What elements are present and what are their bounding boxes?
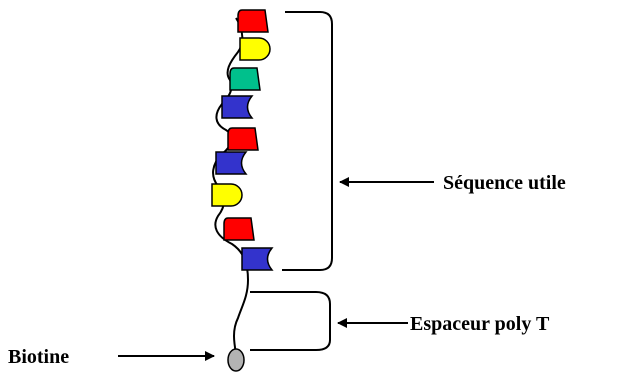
spacer-bracket bbox=[250, 292, 330, 350]
nucleotide-base bbox=[222, 96, 252, 118]
nucleotide-base bbox=[216, 152, 246, 174]
useful-sequence-bracket bbox=[282, 12, 332, 270]
nucleotide-bases bbox=[212, 10, 272, 270]
nucleotide-base bbox=[240, 38, 270, 60]
nucleotide-base bbox=[224, 218, 254, 240]
nucleotide-base bbox=[212, 184, 242, 206]
biotin-label: Biotine bbox=[8, 346, 69, 368]
nucleotide-base bbox=[228, 128, 258, 150]
nucleotide-base bbox=[230, 68, 260, 90]
nucleotide-base bbox=[242, 248, 272, 270]
useful-sequence-label: Séquence utile bbox=[443, 172, 566, 194]
spacer-label: Espaceur poly T bbox=[410, 313, 550, 335]
biotin-ellipse bbox=[228, 349, 244, 371]
nucleotide-base bbox=[238, 10, 268, 32]
